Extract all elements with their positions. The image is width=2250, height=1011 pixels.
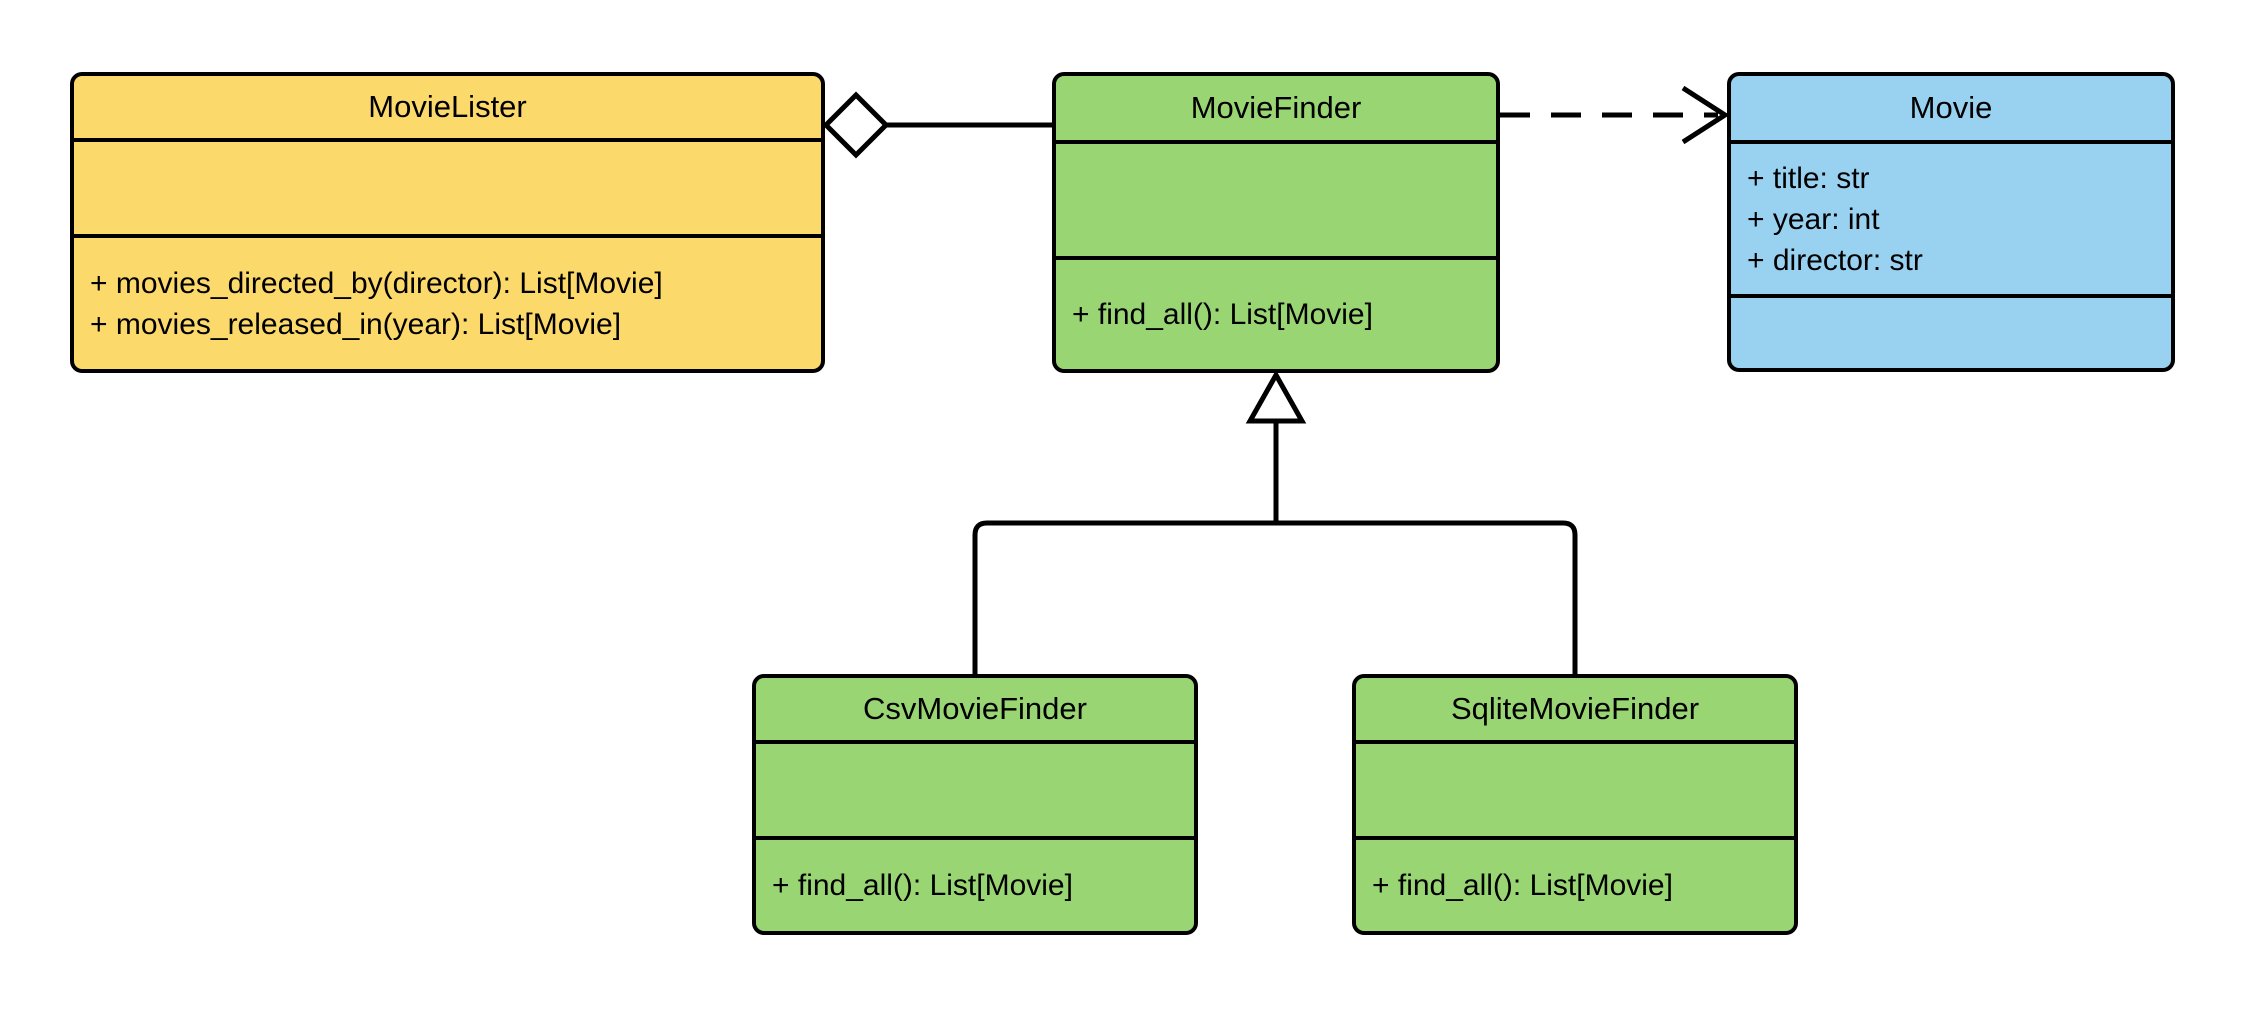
class-sqlitemoviefinder-attributes	[1356, 744, 1794, 840]
class-movielister-attributes	[74, 142, 821, 238]
method-movies-released-in: + movies_released_in(year): List[Movie]	[90, 307, 622, 341]
class-sqlitemoviefinder: SqliteMovieFinder + find_all(): List[Mov…	[1352, 674, 1798, 935]
class-movie-title: Movie	[1731, 76, 2171, 144]
class-csvmoviefinder-title: CsvMovieFinder	[756, 678, 1194, 744]
aggregation-diamond-icon	[822, 91, 890, 159]
class-csvmoviefinder-methods: + find_all(): List[Movie]	[756, 840, 1194, 931]
class-movielister-methods: + movies_directed_by(director): List[Mov…	[74, 238, 821, 369]
attribute-director: + director: str	[1747, 243, 1923, 277]
attribute-year: + year: int	[1747, 202, 1880, 236]
class-movielister-title: MovieLister	[74, 76, 821, 142]
class-moviefinder-methods: + find_all(): List[Movie]	[1056, 260, 1496, 369]
class-movielister: MovieLister + movies_directed_by(directo…	[70, 72, 825, 373]
class-moviefinder: MovieFinder + find_all(): List[Movie]	[1052, 72, 1500, 373]
class-sqlitemoviefinder-title: SqliteMovieFinder	[1356, 678, 1794, 744]
class-csvmoviefinder: CsvMovieFinder + find_all(): List[Movie]	[752, 674, 1198, 935]
class-csvmoviefinder-attributes	[756, 744, 1194, 840]
class-movie: Movie + title: str + year: int + directo…	[1727, 72, 2175, 372]
class-movie-attributes: + title: str + year: int + director: str	[1731, 144, 2171, 298]
method-find-all: + find_all(): List[Movie]	[1372, 869, 1673, 902]
dependency-arrowhead-icon	[1681, 85, 1730, 145]
class-sqlitemoviefinder-methods: + find_all(): List[Movie]	[1356, 840, 1794, 931]
attribute-title: + title: str	[1747, 161, 1870, 195]
generalization-link	[972, 520, 1578, 674]
class-moviefinder-attributes	[1056, 144, 1496, 260]
class-moviefinder-title: MovieFinder	[1056, 76, 1496, 144]
class-movie-methods	[1731, 298, 2171, 368]
generalization-triangle-icon	[1245, 369, 1307, 424]
method-find-all: + find_all(): List[Movie]	[1072, 298, 1373, 331]
method-movies-directed-by: + movies_directed_by(director): List[Mov…	[90, 266, 663, 300]
method-find-all: + find_all(): List[Movie]	[772, 869, 1073, 902]
